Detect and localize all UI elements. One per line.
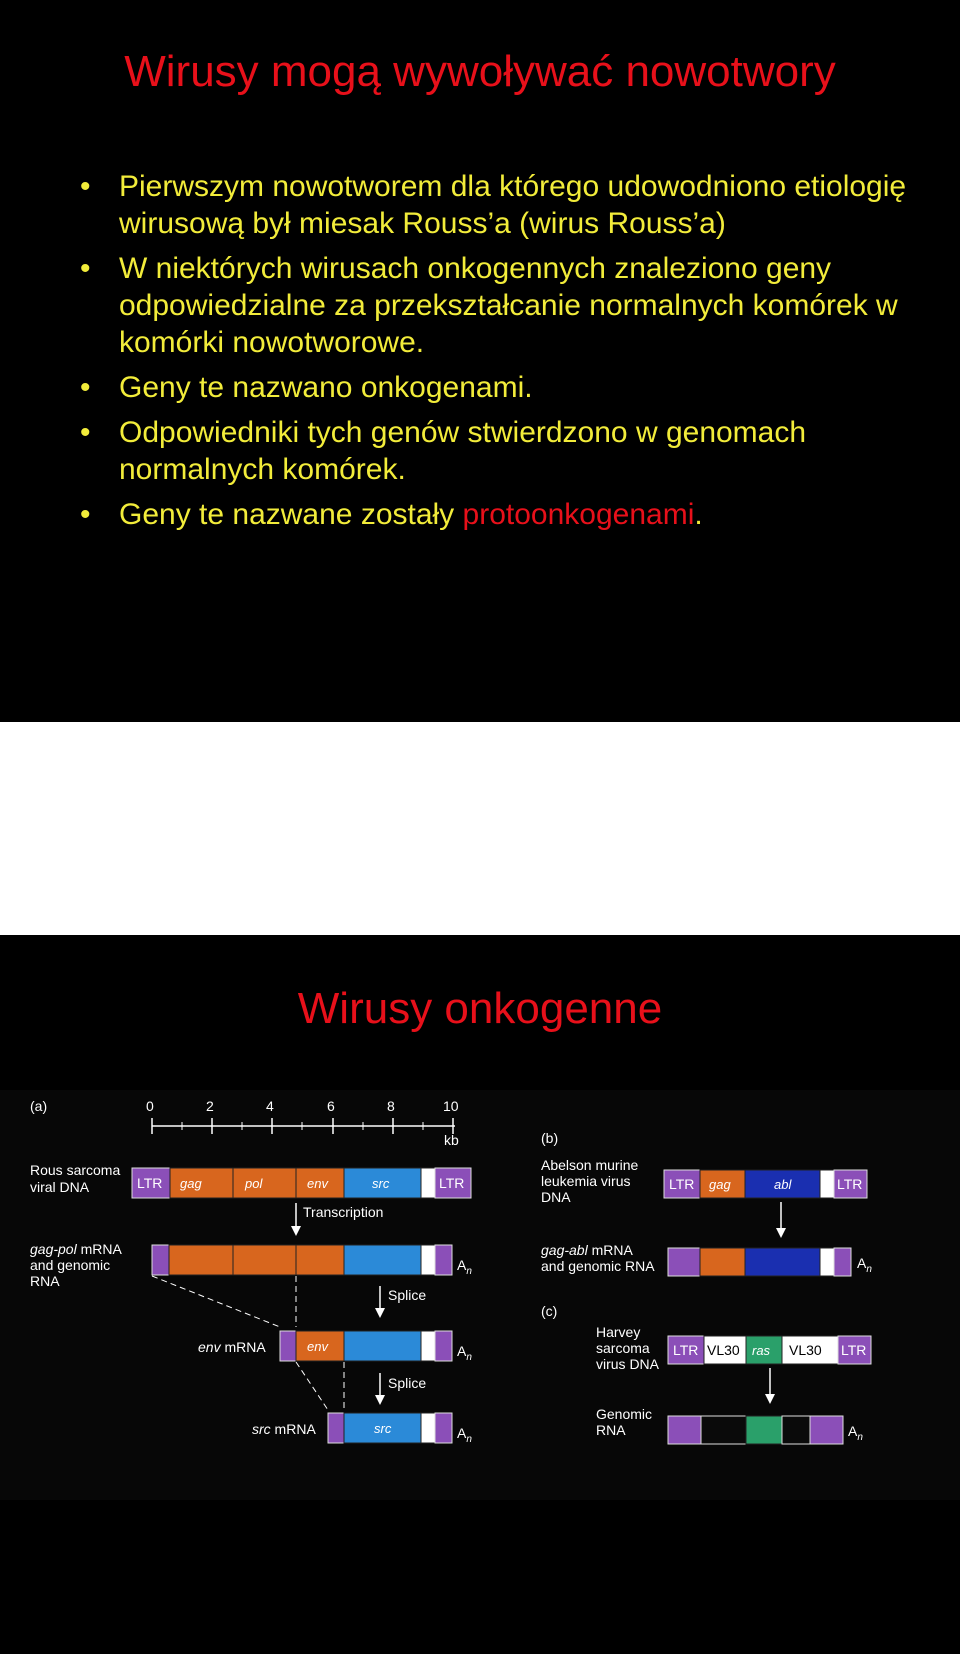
bullet-dot-icon: • bbox=[80, 498, 91, 531]
bullet-dot-icon: • bbox=[80, 170, 91, 203]
genomic-rna-bar bbox=[667, 1415, 844, 1445]
segment-src-label: src bbox=[372, 1176, 390, 1191]
segment-pol-label: pol bbox=[244, 1176, 263, 1191]
transcription-label: Transcription bbox=[303, 1204, 383, 1220]
arrowhead-icon bbox=[375, 1308, 385, 1318]
poly-a-tail: An bbox=[457, 1425, 472, 1445]
segment-ltr-label: LTR bbox=[669, 1176, 694, 1192]
retrovirus-genome-figure: (a) 0 2 4 6 8 10 kb Rous sarcoma viral D… bbox=[0, 1090, 960, 1500]
slide-1-title: Wirusy mogą wywoływać nowotwory bbox=[124, 47, 836, 96]
scale-tick-label: 6 bbox=[327, 1098, 335, 1114]
bullet-item: • Geny te nazwano onkogenami. bbox=[80, 369, 940, 406]
segment-env-label: env bbox=[307, 1339, 329, 1354]
segment-vl30-label: VL30 bbox=[707, 1342, 740, 1358]
scale-tick-label: 4 bbox=[266, 1098, 274, 1114]
segment-ltr-label: LTR bbox=[673, 1342, 698, 1358]
panel-c-label: (c) bbox=[541, 1303, 557, 1319]
splice-label: Splice bbox=[388, 1287, 426, 1303]
segment-ltr-label: LTR bbox=[439, 1175, 464, 1191]
scale-tick-label: 10 bbox=[443, 1098, 459, 1114]
slide-2: Wirusy onkogenne (a) 0 2 4 6 8 10 kb bbox=[0, 935, 960, 1654]
rous-dna-label: viral DNA bbox=[30, 1179, 90, 1195]
segment-vl30-label: VL30 bbox=[789, 1342, 822, 1358]
harvey-dna-label: sarcoma bbox=[596, 1340, 650, 1356]
poly-a-tail: An bbox=[457, 1257, 472, 1277]
poly-a-tail: An bbox=[857, 1255, 872, 1275]
src-mrna-bar: src bbox=[327, 1412, 453, 1444]
segment-ras-label: ras bbox=[752, 1343, 771, 1358]
gagabl-mrna-label: and genomic RNA bbox=[541, 1258, 655, 1274]
segment-ltr-label: LTR bbox=[841, 1342, 866, 1358]
abelson-dna-bar: LTR gag abl LTR bbox=[663, 1169, 868, 1199]
arrowhead-icon bbox=[765, 1394, 775, 1404]
segment-src-label: src bbox=[374, 1421, 392, 1436]
harvey-dna-bar: LTR VL30 ras VL30 LTR bbox=[667, 1335, 872, 1365]
gagpol-mrna-label: RNA bbox=[30, 1273, 60, 1289]
slide-2-title: Wirusy onkogenne bbox=[297, 984, 663, 1033]
bullet-text-end: . bbox=[694, 498, 703, 531]
bullet-item: • Odpowiedniki tych genów stwierdzono w g… bbox=[80, 414, 940, 488]
gagpol-mrna-bar bbox=[151, 1244, 453, 1276]
bullet-item: • Pierwszym nowotworem dla którego udowod… bbox=[80, 168, 940, 242]
bullet-text: Geny te nazwane zostały bbox=[119, 498, 463, 531]
bullet-text: W niektórych wirusach onkogennych znalez… bbox=[119, 252, 898, 359]
harvey-dna-label: virus DNA bbox=[596, 1356, 660, 1372]
segment-ltr-label: LTR bbox=[837, 1176, 862, 1192]
scale-tick-label: 8 bbox=[387, 1098, 395, 1114]
gagpol-mrna-label: gag-pol mRNA bbox=[30, 1241, 122, 1257]
env-mrna-bar: env bbox=[279, 1330, 453, 1362]
bullet-dot-icon: • bbox=[80, 416, 91, 449]
scale-tick-label: 0 bbox=[146, 1098, 154, 1114]
segment-env-label: env bbox=[307, 1176, 329, 1191]
rous-dna-label: Rous sarcoma bbox=[30, 1162, 120, 1178]
arrowhead-icon bbox=[776, 1228, 786, 1238]
panel-a-label: (a) bbox=[30, 1098, 47, 1114]
genomic-rna-label: Genomic bbox=[596, 1406, 652, 1422]
poly-a-tail: An bbox=[848, 1423, 863, 1443]
poly-a-tail: An bbox=[457, 1343, 472, 1363]
abelson-dna-label: Abelson murine bbox=[541, 1157, 638, 1173]
arrowhead-icon bbox=[291, 1226, 301, 1236]
bullet-item: • W niektórych wirusach onkogennych znale… bbox=[80, 250, 940, 361]
genomic-rna-label: RNA bbox=[596, 1422, 626, 1438]
src-mrna-label: src mRNA bbox=[252, 1421, 316, 1437]
panel-b-label: (b) bbox=[541, 1130, 558, 1146]
gagpol-mrna-label: and genomic bbox=[30, 1257, 110, 1273]
harvey-dna-label: Harvey bbox=[596, 1324, 640, 1340]
segment-gag-label: gag bbox=[180, 1176, 202, 1191]
rous-dna-bar: LTR gag pol env src LTR bbox=[131, 1167, 472, 1199]
splice-guide bbox=[151, 1275, 281, 1328]
scale-unit: kb bbox=[444, 1132, 459, 1148]
scale-tick-label: 2 bbox=[206, 1098, 214, 1114]
bullet-text: Odpowiedniki tych genów stwierdzono w ge… bbox=[119, 416, 807, 486]
segment-ltr-label: LTR bbox=[137, 1175, 162, 1191]
bullet-dot-icon: • bbox=[80, 252, 91, 285]
bullet-item: • Geny te nazwane zostały protoonkogenami… bbox=[80, 496, 940, 533]
kb-scale: 0 2 4 6 8 10 kb bbox=[146, 1098, 459, 1148]
slide-1: Wirusy mogą wywoływać nowotwory • Pierwsz… bbox=[0, 0, 960, 722]
abelson-dna-label: leukemia virus bbox=[541, 1173, 630, 1189]
gagabl-mrna-label: gag-abl mRNA bbox=[541, 1242, 633, 1258]
segment-abl-label: abl bbox=[774, 1177, 792, 1192]
abelson-dna-label: DNA bbox=[541, 1189, 571, 1205]
highlighted-term: protoonkogenami bbox=[462, 498, 695, 531]
arrowhead-icon bbox=[375, 1395, 385, 1405]
bullet-dot-icon: • bbox=[80, 371, 91, 404]
env-mrna-label: env mRNA bbox=[198, 1339, 266, 1355]
bullet-list: • Pierwszym nowotworem dla którego udowod… bbox=[80, 168, 940, 541]
bullet-text: Geny te nazwano onkogenami. bbox=[119, 371, 533, 404]
splice-label: Splice bbox=[388, 1375, 426, 1391]
segment-gag-label: gag bbox=[709, 1177, 731, 1192]
gagabl-mrna-bar bbox=[667, 1247, 852, 1277]
bullet-text: Pierwszym nowotworem dla którego udowodn… bbox=[119, 170, 907, 240]
